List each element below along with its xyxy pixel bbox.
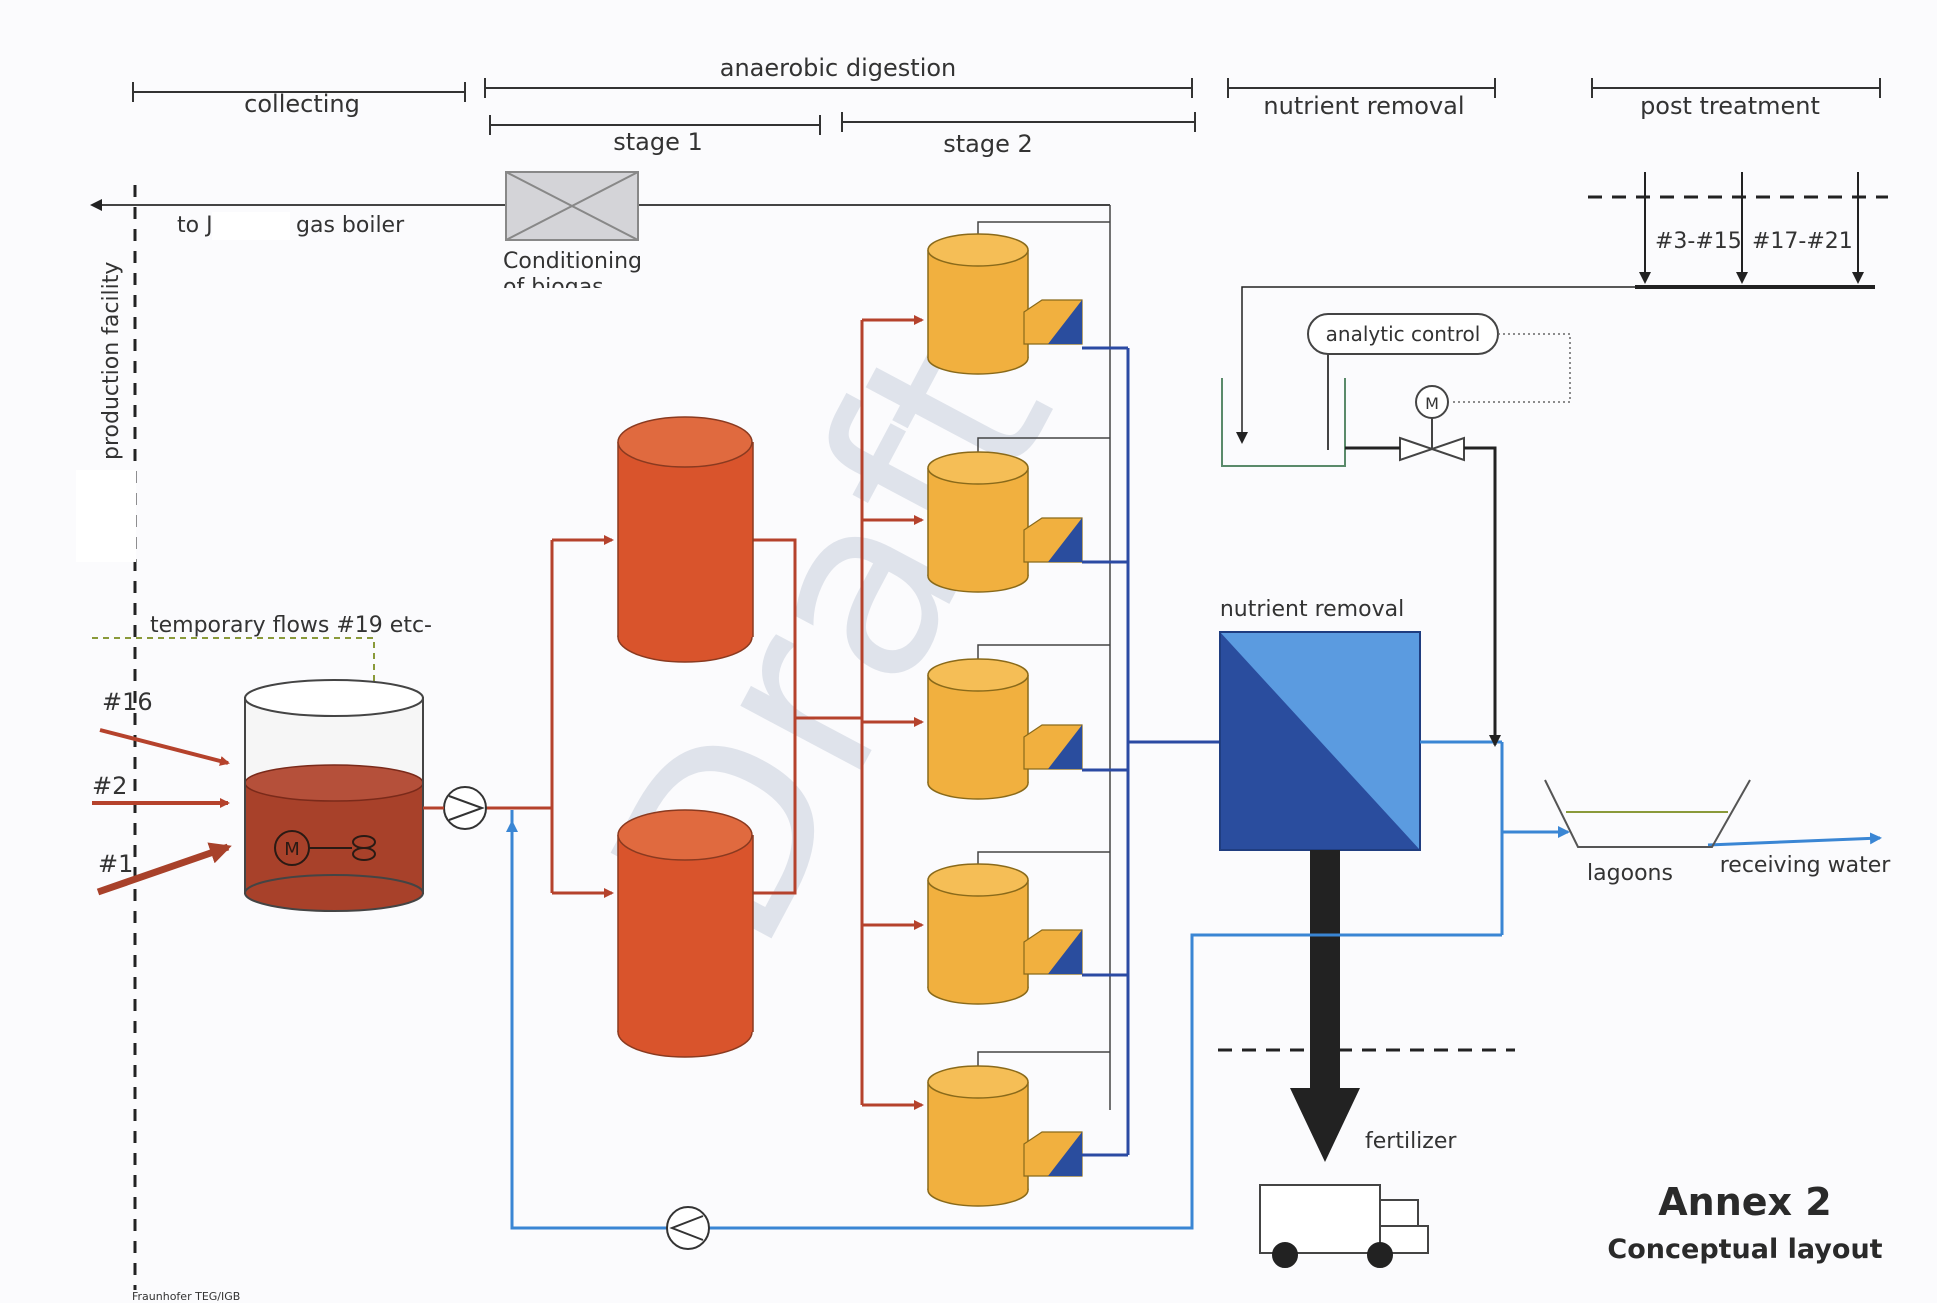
phase-anaerobic-label: anaerobic digestion xyxy=(720,54,957,82)
phase-stage2-label: stage 2 xyxy=(943,130,1033,158)
stage2-tank xyxy=(927,863,1083,1005)
mixer-shaft-icon xyxy=(309,835,376,861)
post-flows-a-label: #3-#15 xyxy=(1655,229,1742,254)
production-facility-label: production facility xyxy=(99,262,124,460)
valve-icon xyxy=(1399,436,1465,462)
truck-icon xyxy=(1259,1184,1429,1268)
post-flows-b-label: #17-#21 xyxy=(1752,229,1853,254)
conditioning-label-line1: Conditioning xyxy=(503,249,642,274)
valve-motor-label: M xyxy=(1425,394,1439,413)
flow-2-label: #2 xyxy=(92,772,127,800)
fertilizer-label: fertilizer xyxy=(1365,1129,1457,1154)
feed-pipes xyxy=(486,315,924,1110)
feed-pump-icon xyxy=(443,786,487,830)
receiving-water-label: receiving water xyxy=(1720,853,1892,878)
temporary-flows-line xyxy=(92,637,380,740)
annex-subtitle: Conceptual layout xyxy=(1607,1234,1882,1265)
inflow-16-arrow xyxy=(99,728,230,766)
analytic-signal-line xyxy=(1452,333,1571,403)
post-treatment-arrows xyxy=(1639,172,1864,284)
stage2-tanks xyxy=(927,233,1083,1207)
temporary-flows-label: temporary flows #19 etc- xyxy=(150,613,432,638)
credit-label: Fraunhofer TEG/IGB xyxy=(132,1290,240,1303)
phase-brackets xyxy=(132,78,1881,135)
flow-1-label: #1 xyxy=(98,850,133,878)
lagoon-basin xyxy=(1544,779,1751,848)
stage2-tank xyxy=(927,233,1083,375)
phase-stage1-label: stage 1 xyxy=(613,128,703,156)
mixer-motor-label: M xyxy=(284,839,300,860)
inflow-1-arrow xyxy=(96,842,232,896)
phase-nutrient-label: nutrient removal xyxy=(1263,92,1464,120)
lagoons-label: lagoons xyxy=(1587,861,1673,886)
stage2-tank xyxy=(927,451,1083,593)
dosing-line xyxy=(1345,446,1495,745)
phase-post-label: post treatment xyxy=(1640,92,1820,120)
stage1-tank-upper xyxy=(617,416,754,663)
conditioning-unit xyxy=(505,171,639,241)
to-gas-boiler-suffix: gas boiler xyxy=(296,213,405,238)
conditioning-label-crop xyxy=(498,288,618,302)
flow-16-label: #16 xyxy=(102,688,153,716)
nutrient-unit-label: nutrient removal xyxy=(1220,597,1404,622)
recycle-pump-icon xyxy=(666,1206,710,1250)
fertilizer-arrow xyxy=(1290,850,1360,1162)
phase-collecting-label: collecting xyxy=(244,90,360,118)
dosing-feed-line xyxy=(1236,286,1635,444)
annex-title: Annex 2 xyxy=(1658,1180,1831,1224)
dosing-tank xyxy=(1221,378,1346,467)
collecting-tank xyxy=(244,679,424,912)
stage1-tank-lower xyxy=(617,809,754,1058)
redaction-boiler xyxy=(212,212,290,240)
to-gas-boiler-prefix: to J xyxy=(177,213,213,238)
analytic-control-label: analytic control xyxy=(1326,322,1481,346)
nutrient-removal-unit xyxy=(1219,631,1421,851)
redaction-block xyxy=(76,470,136,562)
effluent-pipes xyxy=(1082,346,1220,1157)
stage2-tank xyxy=(927,658,1083,800)
stage2-tank xyxy=(927,1065,1083,1207)
